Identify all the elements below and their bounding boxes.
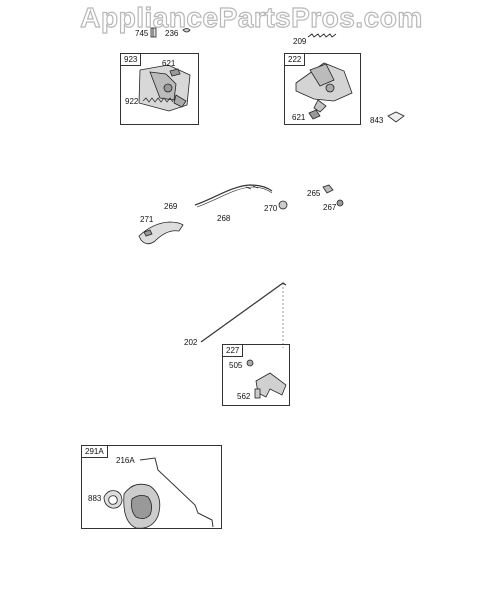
callout-745: 745	[135, 29, 149, 38]
part-923-control-assembly	[138, 64, 191, 112]
part-843-washer	[387, 111, 405, 123]
callout-270: 270	[264, 204, 278, 213]
group-label-222: 222	[284, 53, 306, 66]
part-883-gasket	[103, 490, 123, 509]
callout-265: 265	[307, 189, 321, 198]
callout-268: 268	[217, 214, 231, 223]
part-265-block	[322, 184, 334, 194]
callout-209: 209	[293, 37, 307, 46]
part-202-rod	[200, 282, 287, 348]
group-label-923: 923	[120, 53, 142, 66]
part-505-screw	[246, 359, 254, 367]
part-222-bracket	[295, 62, 353, 113]
callout-269: 269	[164, 202, 178, 211]
part-271-lever	[138, 221, 184, 245]
callout-621-b: 621	[292, 113, 306, 122]
part-268-cable	[194, 184, 273, 208]
callout-271: 271	[140, 215, 154, 224]
part-621-clip-a	[169, 68, 181, 77]
part-562-pin	[254, 388, 261, 399]
part-236-clip	[182, 28, 191, 33]
part-270-fitting	[278, 200, 288, 210]
part-621-clip-b	[308, 109, 321, 120]
callout-883: 883	[88, 494, 102, 503]
callout-236: 236	[165, 29, 179, 38]
callout-202: 202	[184, 338, 198, 347]
group-box-222: 222	[284, 53, 361, 125]
group-box-291a: 291A	[81, 445, 222, 529]
group-label-227: 227	[222, 344, 244, 357]
callout-216a: 216A	[116, 456, 135, 465]
part-291a-assembly	[123, 483, 161, 529]
callout-843: 843	[370, 116, 384, 125]
watermark: AppliancePartsPros.com	[80, 1, 423, 33]
group-box-923: 923	[120, 53, 199, 125]
part-922-spring	[142, 97, 174, 103]
part-745-pin	[150, 27, 157, 38]
callout-562: 562	[237, 392, 251, 401]
group-label-291a: 291A	[81, 445, 108, 458]
part-267-nut	[336, 199, 344, 207]
callout-621-a: 621	[162, 59, 176, 68]
callout-922: 922	[125, 97, 139, 106]
callout-505: 505	[229, 361, 243, 370]
part-209-spring	[307, 33, 337, 38]
group-box-227: 227	[222, 344, 290, 406]
callout-267: 267	[323, 203, 337, 212]
part-216a-link	[139, 457, 214, 528]
